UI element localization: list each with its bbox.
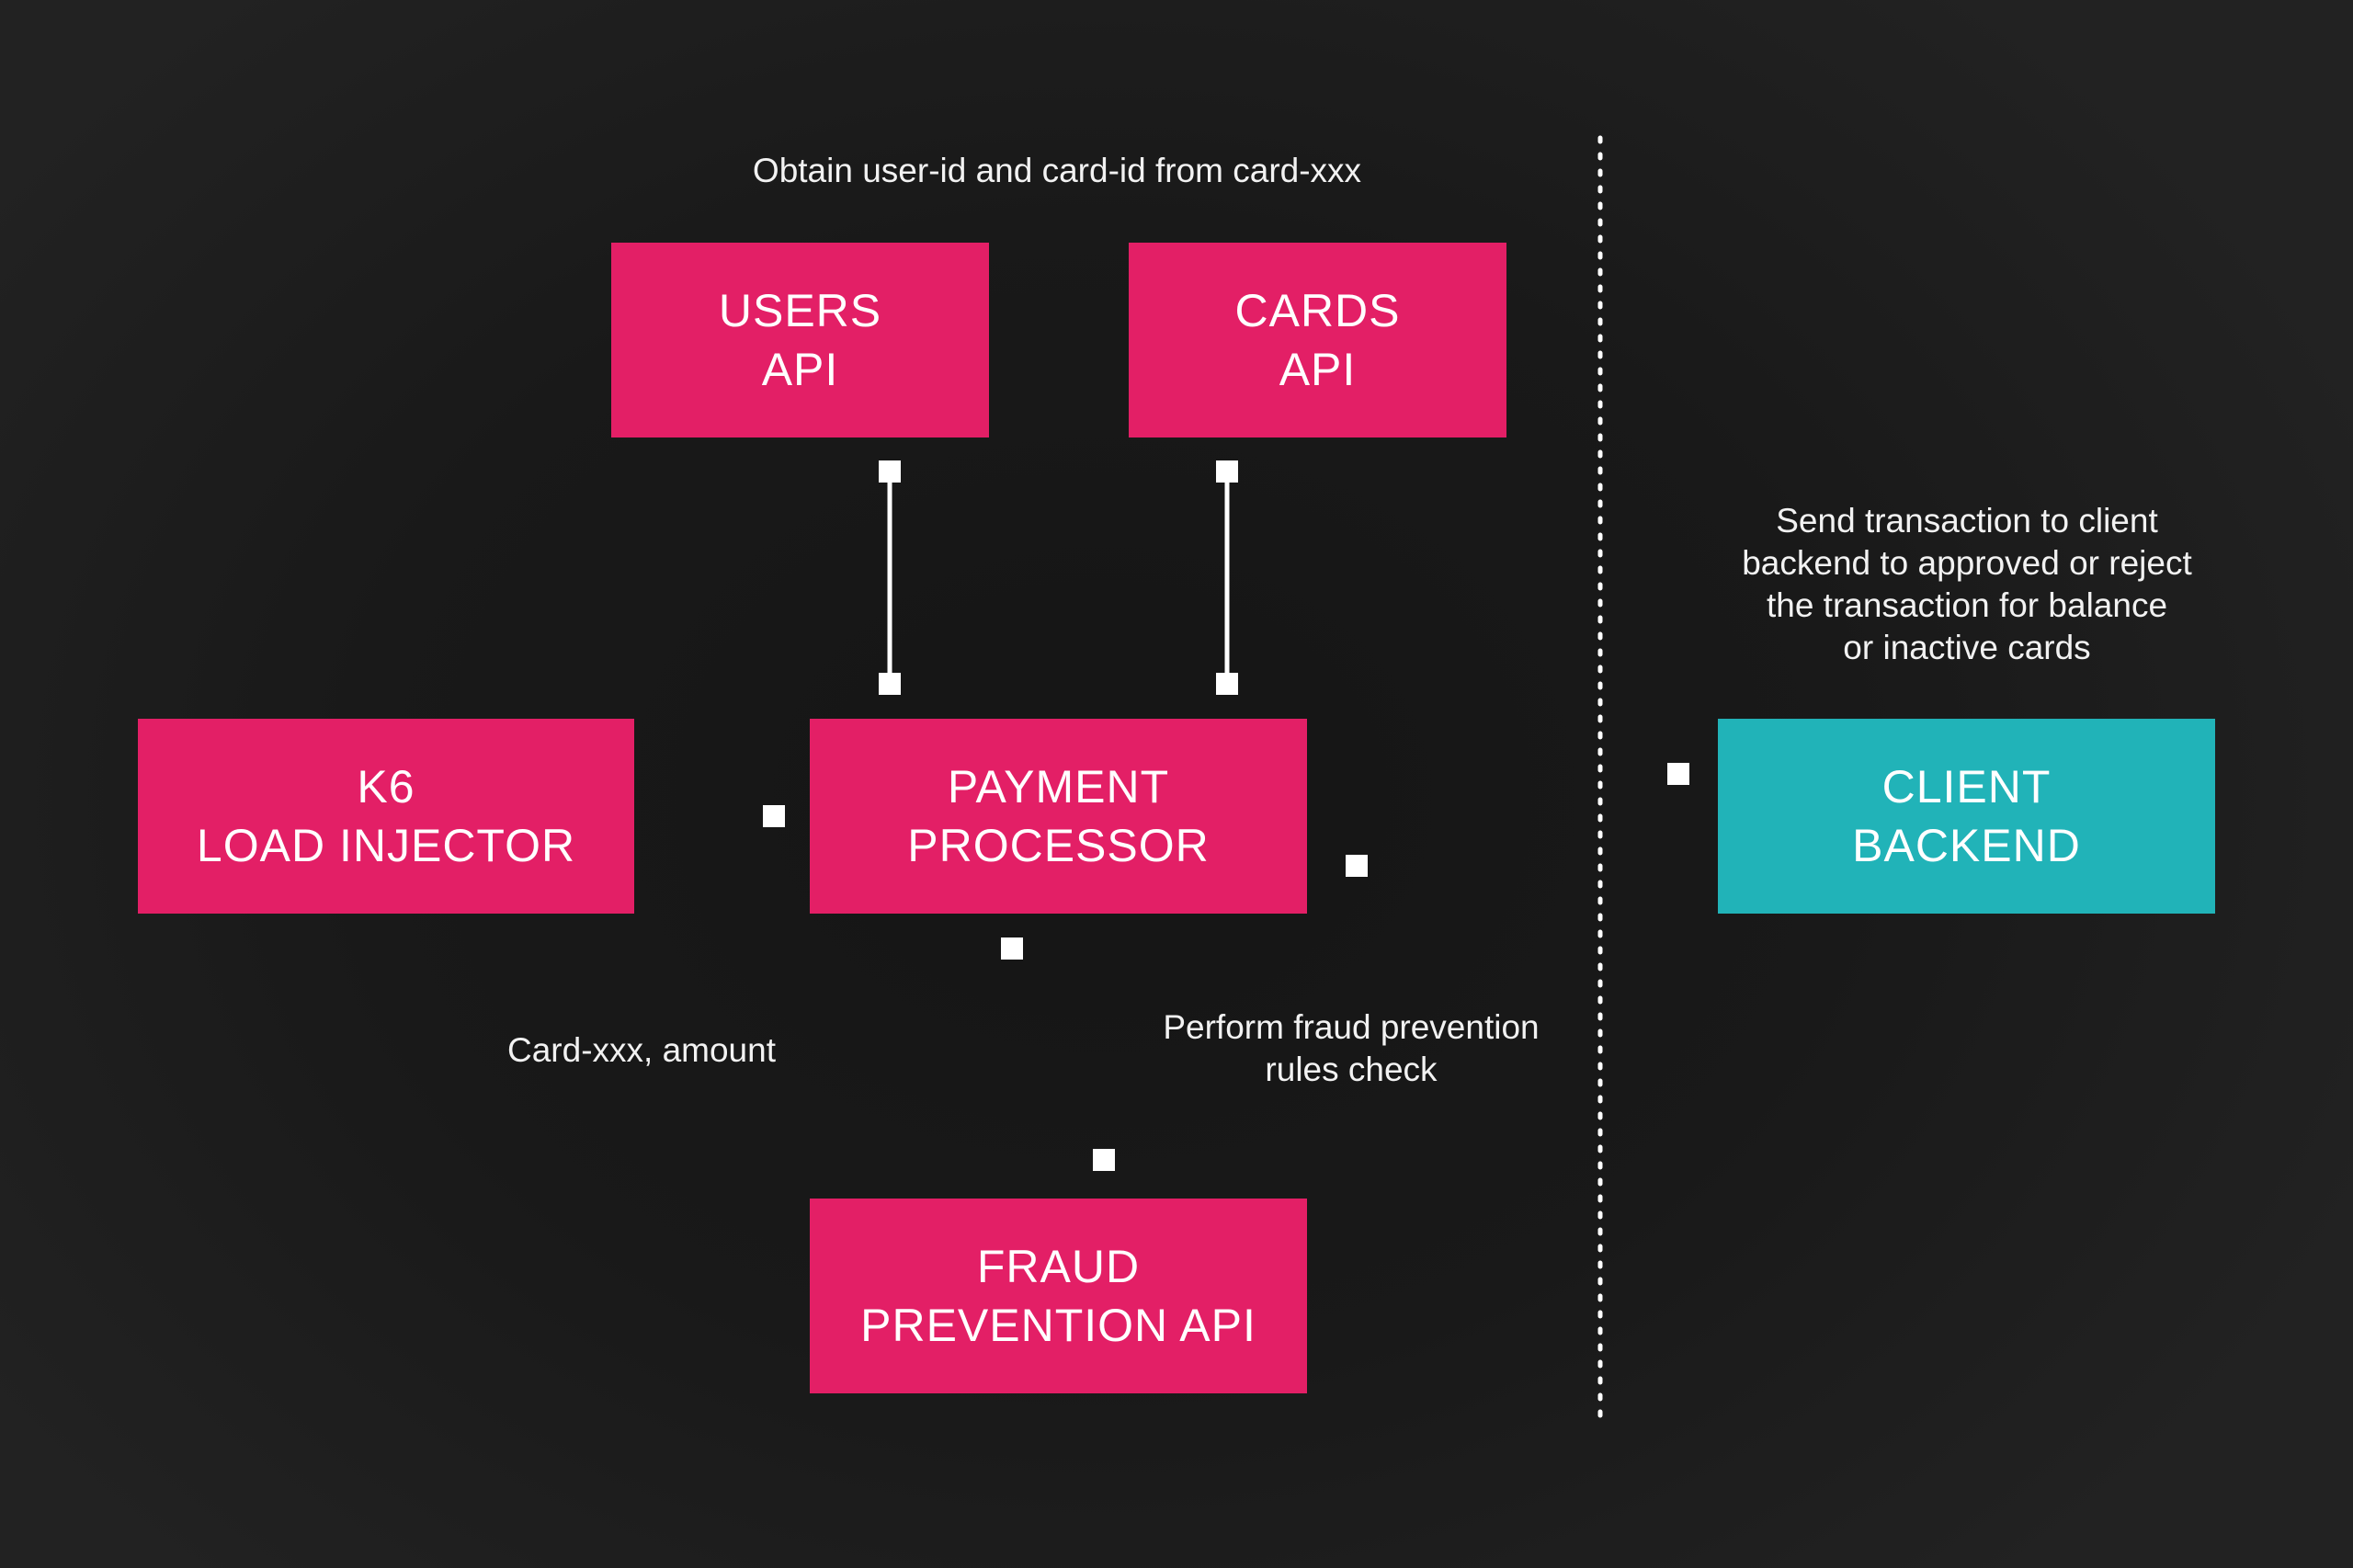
edge-client-to-payment [1346,855,1691,877]
connector-endpoint [1093,1149,1115,1171]
edge-cards-to-payment [1216,460,1238,695]
annotation-obtain-ids: Obtain user-id and card-id from card-xxx [752,152,1362,189]
cards-api-box: CARDS API [1129,243,1506,437]
client-backend-box: CLIENT BACKEND [1718,719,2215,914]
fraud-prevention-api-box: FRAUD PREVENTION API [810,1199,1307,1393]
connector-endpoint [763,805,785,827]
connector-endpoint [1001,937,1023,960]
connector-endpoint [1346,855,1368,877]
edge-fraud-to-payment [1001,937,1023,1172]
k6-load-injector-box: K6 LOAD INJECTOR [138,719,634,914]
connector-endpoint [879,673,901,695]
connector-endpoint [1667,763,1689,785]
annotation-card-amount: Card-xxx, amount [507,1031,776,1069]
edge-payment-to-fraud [1093,937,1115,1171]
annotation-send-transaction: Send transaction to client backend to ap… [1742,502,2192,666]
payment-processor-box: PAYMENT PROCESSOR [810,719,1307,914]
edge-k6-to-payment [660,805,785,827]
annotation-fraud-check: Perform fraud prevention rules check [1163,1008,1540,1088]
connector-endpoint [879,460,901,483]
users-api-box: USERS API [611,243,989,437]
connector-endpoint [1216,673,1238,695]
edge-users-to-payment [879,460,901,695]
edge-payment-to-client [1347,763,1689,785]
connector-endpoint [1216,460,1238,483]
